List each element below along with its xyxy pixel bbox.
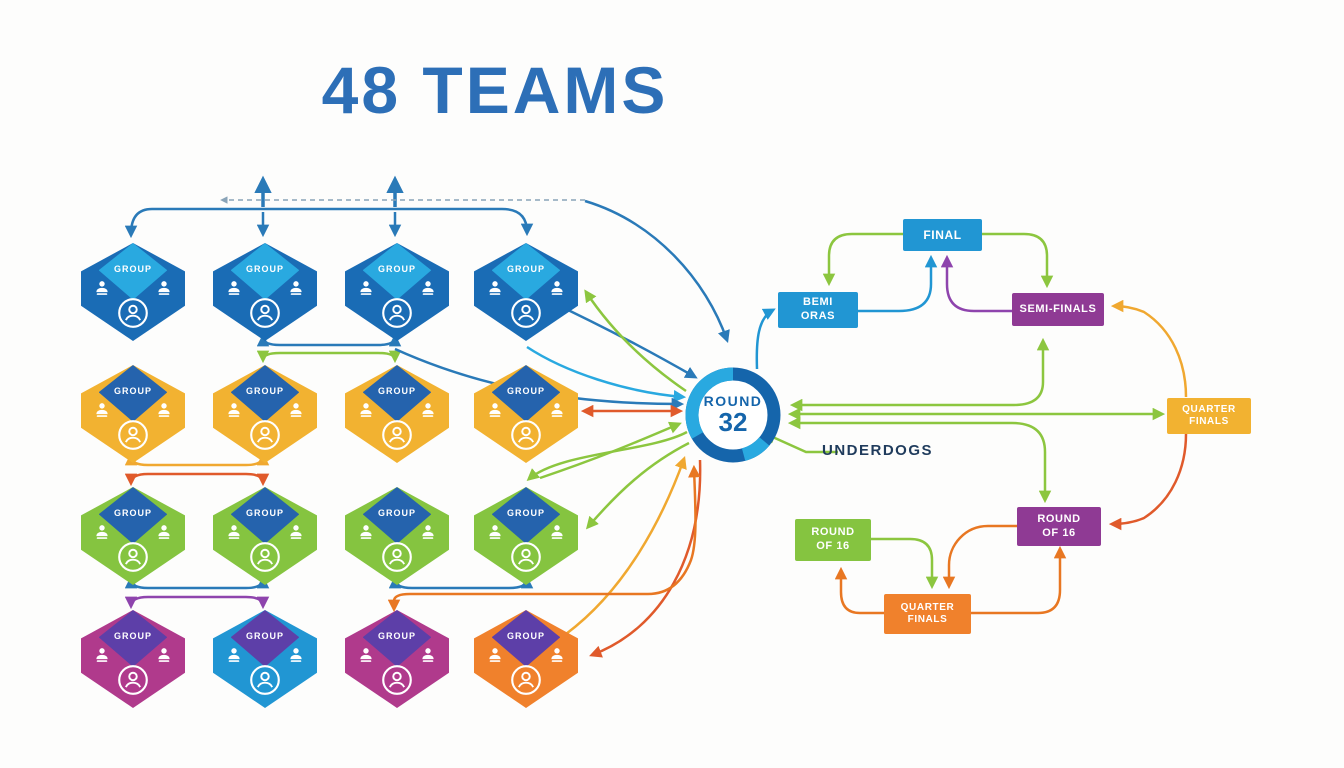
person-icon bbox=[93, 401, 111, 419]
person-icon bbox=[357, 523, 375, 541]
person-icon bbox=[548, 646, 566, 664]
person-icon bbox=[155, 401, 173, 419]
group-label: GROUP bbox=[245, 630, 284, 641]
stage-label: FINAL bbox=[923, 227, 962, 242]
stage-label: SEMI-FINALS bbox=[1019, 302, 1097, 315]
group-label: GROUP bbox=[245, 263, 284, 274]
group-label: GROUP bbox=[245, 507, 284, 518]
circled-person-icon bbox=[381, 664, 413, 696]
circled-person-icon bbox=[381, 541, 413, 573]
person-icon bbox=[287, 279, 305, 297]
person-icon bbox=[155, 523, 173, 541]
person-icon bbox=[548, 523, 566, 541]
person-icon bbox=[419, 523, 437, 541]
circled-person-icon bbox=[249, 297, 281, 329]
person-icon bbox=[287, 523, 305, 541]
person-icon bbox=[486, 401, 504, 419]
circled-person-icon bbox=[249, 419, 281, 451]
person-icon bbox=[419, 279, 437, 297]
group-label: GROUP bbox=[506, 385, 545, 396]
group-label: GROUP bbox=[377, 630, 416, 641]
underdogs-label: UNDERDOGS bbox=[822, 442, 934, 459]
person-icon bbox=[419, 646, 437, 664]
person-icon bbox=[225, 279, 243, 297]
group-hexagon-r1c3: GROUP bbox=[345, 243, 449, 341]
person-icon bbox=[486, 523, 504, 541]
circled-person-icon bbox=[510, 541, 542, 573]
group-label: GROUP bbox=[113, 263, 152, 274]
top-rail-connector bbox=[124, 175, 730, 343]
group-label: GROUP bbox=[377, 385, 416, 396]
stage-box-final: FINAL bbox=[903, 219, 982, 251]
person-icon bbox=[486, 646, 504, 664]
group-label: GROUP bbox=[506, 630, 545, 641]
person-icon bbox=[93, 279, 111, 297]
bracket-connectors bbox=[755, 232, 1188, 615]
group-label: GROUP bbox=[113, 385, 152, 396]
person-icon bbox=[225, 401, 243, 419]
circled-person-icon bbox=[249, 664, 281, 696]
person-icon bbox=[357, 646, 375, 664]
group-label: GROUP bbox=[377, 263, 416, 274]
person-icon bbox=[93, 646, 111, 664]
circled-person-icon bbox=[381, 297, 413, 329]
person-icon bbox=[93, 523, 111, 541]
group-label: GROUP bbox=[245, 385, 284, 396]
round-of-32-ring bbox=[685, 367, 781, 463]
circled-person-icon bbox=[510, 664, 542, 696]
person-icon bbox=[357, 279, 375, 297]
round32-fan-connectors bbox=[387, 289, 702, 658]
circled-person-icon bbox=[249, 541, 281, 573]
person-icon bbox=[357, 401, 375, 419]
group-label: GROUP bbox=[377, 507, 416, 518]
person-icon bbox=[155, 279, 173, 297]
circled-person-icon bbox=[510, 297, 542, 329]
group-label: GROUP bbox=[113, 507, 152, 518]
person-icon bbox=[287, 401, 305, 419]
person-icon bbox=[548, 279, 566, 297]
person-icon bbox=[486, 279, 504, 297]
person-icon bbox=[287, 646, 305, 664]
stage-box-semi-finals: SEMI-FINALS bbox=[1012, 293, 1104, 326]
group-label: GROUP bbox=[113, 630, 152, 641]
round-of-32-label: ROUND 32 bbox=[703, 392, 763, 437]
circled-person-icon bbox=[117, 419, 149, 451]
group-label: GROUP bbox=[506, 263, 545, 274]
circled-person-icon bbox=[117, 297, 149, 329]
person-icon bbox=[155, 646, 173, 664]
circled-person-icon bbox=[117, 664, 149, 696]
circled-person-icon bbox=[381, 419, 413, 451]
page-title: 48 TEAMS bbox=[321, 53, 669, 127]
person-icon bbox=[225, 646, 243, 664]
person-icon bbox=[548, 401, 566, 419]
person-icon bbox=[225, 523, 243, 541]
circled-person-icon bbox=[510, 419, 542, 451]
group-label: GROUP bbox=[506, 507, 545, 518]
person-icon bbox=[419, 401, 437, 419]
circled-person-icon bbox=[117, 541, 149, 573]
